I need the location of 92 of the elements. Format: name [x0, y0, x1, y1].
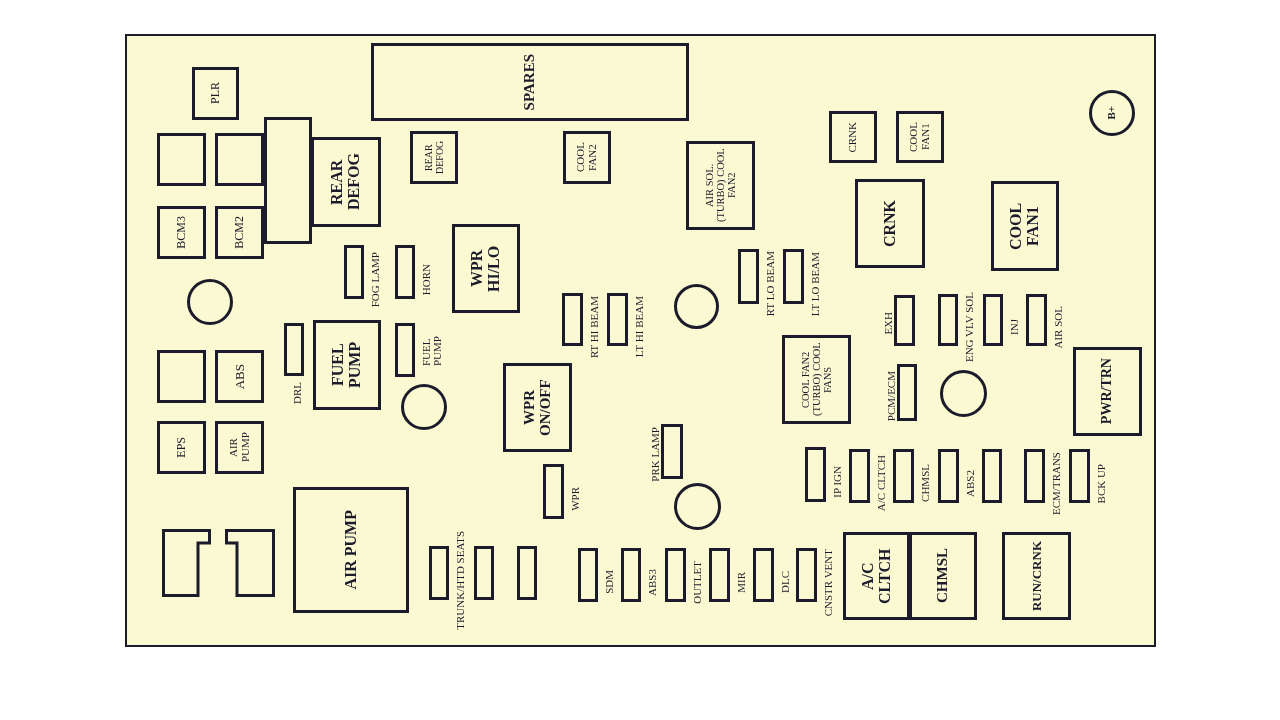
relay-label: RUN/CRNK	[1029, 540, 1044, 612]
relay-box	[782, 335, 851, 424]
fuse-label: LT LO BEAM	[810, 251, 821, 316]
mini-relay-box	[410, 131, 458, 184]
fuse-label: ABS2	[965, 469, 976, 497]
relay-label: COOL FAN1	[908, 121, 932, 154]
relay-box	[1073, 347, 1142, 436]
fuse-label: DLC	[780, 571, 791, 593]
fuse-label: CHMSL	[920, 464, 931, 502]
relay-box	[686, 141, 755, 230]
fuse-label: ECM/TRANS	[1051, 451, 1062, 515]
fuse-label: IP IGN	[832, 465, 843, 498]
fuse-label: FOG LAMP	[370, 251, 381, 307]
relay-label: EPS	[175, 437, 188, 458]
fuse-label: WPR	[570, 486, 581, 511]
relay-label: BCM2	[233, 216, 246, 249]
mounting-hole	[674, 284, 719, 329]
relay-label: PWR/TRN	[1100, 358, 1115, 425]
relay-box	[843, 532, 910, 620]
fuse-label: A/C CLTCH	[876, 455, 887, 512]
relay-label: AIR PUMP	[342, 510, 360, 590]
relay-box	[313, 320, 381, 410]
mini-relay-box	[563, 131, 611, 184]
relay-label: FUEL PUMP	[330, 340, 364, 391]
mounting-hole	[674, 483, 721, 530]
relay-label: BCM3	[175, 216, 188, 249]
fuse-label: HORN	[421, 263, 432, 295]
mini-relay-box	[829, 111, 877, 163]
fuse-label: PCM/ECM	[886, 370, 897, 421]
fuse-label: BCK UP	[1096, 463, 1107, 503]
relay-label: AIR PUMP	[227, 431, 252, 465]
mini-relay-box	[157, 350, 206, 403]
fuse-label: INJ	[1009, 319, 1020, 335]
mounting-hole	[940, 370, 987, 417]
fuse-label: AIR SOL	[1053, 306, 1064, 349]
fuse-label: RT HI BEAM	[589, 295, 600, 358]
fuse-label: ENG VLV SOL	[964, 292, 975, 363]
relay-label: AIR SOL. (TURBO) COOL FAN2	[703, 147, 737, 225]
connector-socket	[225, 529, 275, 597]
connector-block	[264, 117, 312, 244]
fuse-label: ABS3	[647, 568, 658, 596]
fuse-label: PRK LAMP	[650, 427, 661, 482]
relay-label: REAR DEFOG	[329, 152, 363, 213]
relay-label: CRNK	[881, 199, 899, 248]
fuse-label: DRL	[291, 382, 303, 404]
mini-relay-box	[157, 133, 206, 186]
relay-label: ABS	[232, 363, 247, 390]
relay-label: WPR ON/OFF	[521, 378, 554, 438]
fuse-slot	[982, 449, 1002, 503]
relay-label: COOL FAN2 (TURBO) COOL FANS	[799, 341, 833, 419]
fuse-label: FUEL PUMP	[421, 335, 443, 366]
mini-relay-box	[192, 67, 239, 120]
relay-box	[855, 179, 925, 268]
relay-box	[503, 363, 572, 452]
fuse-slot	[517, 546, 537, 600]
relay-box	[452, 224, 520, 313]
mini-relay-box	[215, 133, 264, 186]
fuse-label: TRUNK/HTD SEATS	[455, 530, 466, 630]
mounting-hole	[401, 384, 447, 430]
relay-label: CHMSL	[935, 548, 951, 604]
fuse-label: CNSTR VENT	[823, 548, 834, 616]
fuse-label: MIR	[736, 571, 747, 593]
mini-relay-box	[215, 206, 264, 259]
relay-label: SPARES	[522, 53, 538, 111]
mini-relay-box	[215, 350, 264, 403]
mini-relay-box	[157, 421, 206, 474]
mini-relay-box	[157, 206, 206, 259]
relay-label: WPR HI/LO	[469, 244, 503, 294]
fuse-label: OUTLET	[692, 560, 703, 604]
battery-terminal	[1089, 90, 1135, 136]
relay-box	[293, 487, 409, 613]
fuse-label: EXH	[883, 312, 894, 335]
relay-box	[371, 43, 689, 121]
fuse-label: SDM	[604, 570, 615, 594]
mini-relay-box	[215, 421, 264, 474]
mini-relay-box	[896, 111, 944, 163]
relay-box	[311, 137, 381, 227]
relay-box	[1002, 532, 1071, 620]
relay-box	[909, 532, 977, 620]
relay-label: COOL FAN2	[575, 141, 599, 175]
connector-socket	[162, 529, 211, 597]
fuse-label: RT LO BEAM	[765, 251, 776, 317]
relay-box	[991, 181, 1059, 271]
terminal-label: B+	[1106, 106, 1118, 120]
fuse-label: LT HI BEAM	[634, 296, 645, 358]
fuse-slot	[474, 546, 494, 600]
mounting-hole	[187, 279, 233, 325]
relay-label: A/C CLTCH	[859, 547, 894, 606]
relay-label: REAR DEFOG	[423, 139, 445, 177]
relay-label: CRNK	[847, 121, 859, 153]
relay-label: COOL FAN1	[1008, 201, 1042, 252]
relay-label: PLR	[209, 82, 222, 105]
